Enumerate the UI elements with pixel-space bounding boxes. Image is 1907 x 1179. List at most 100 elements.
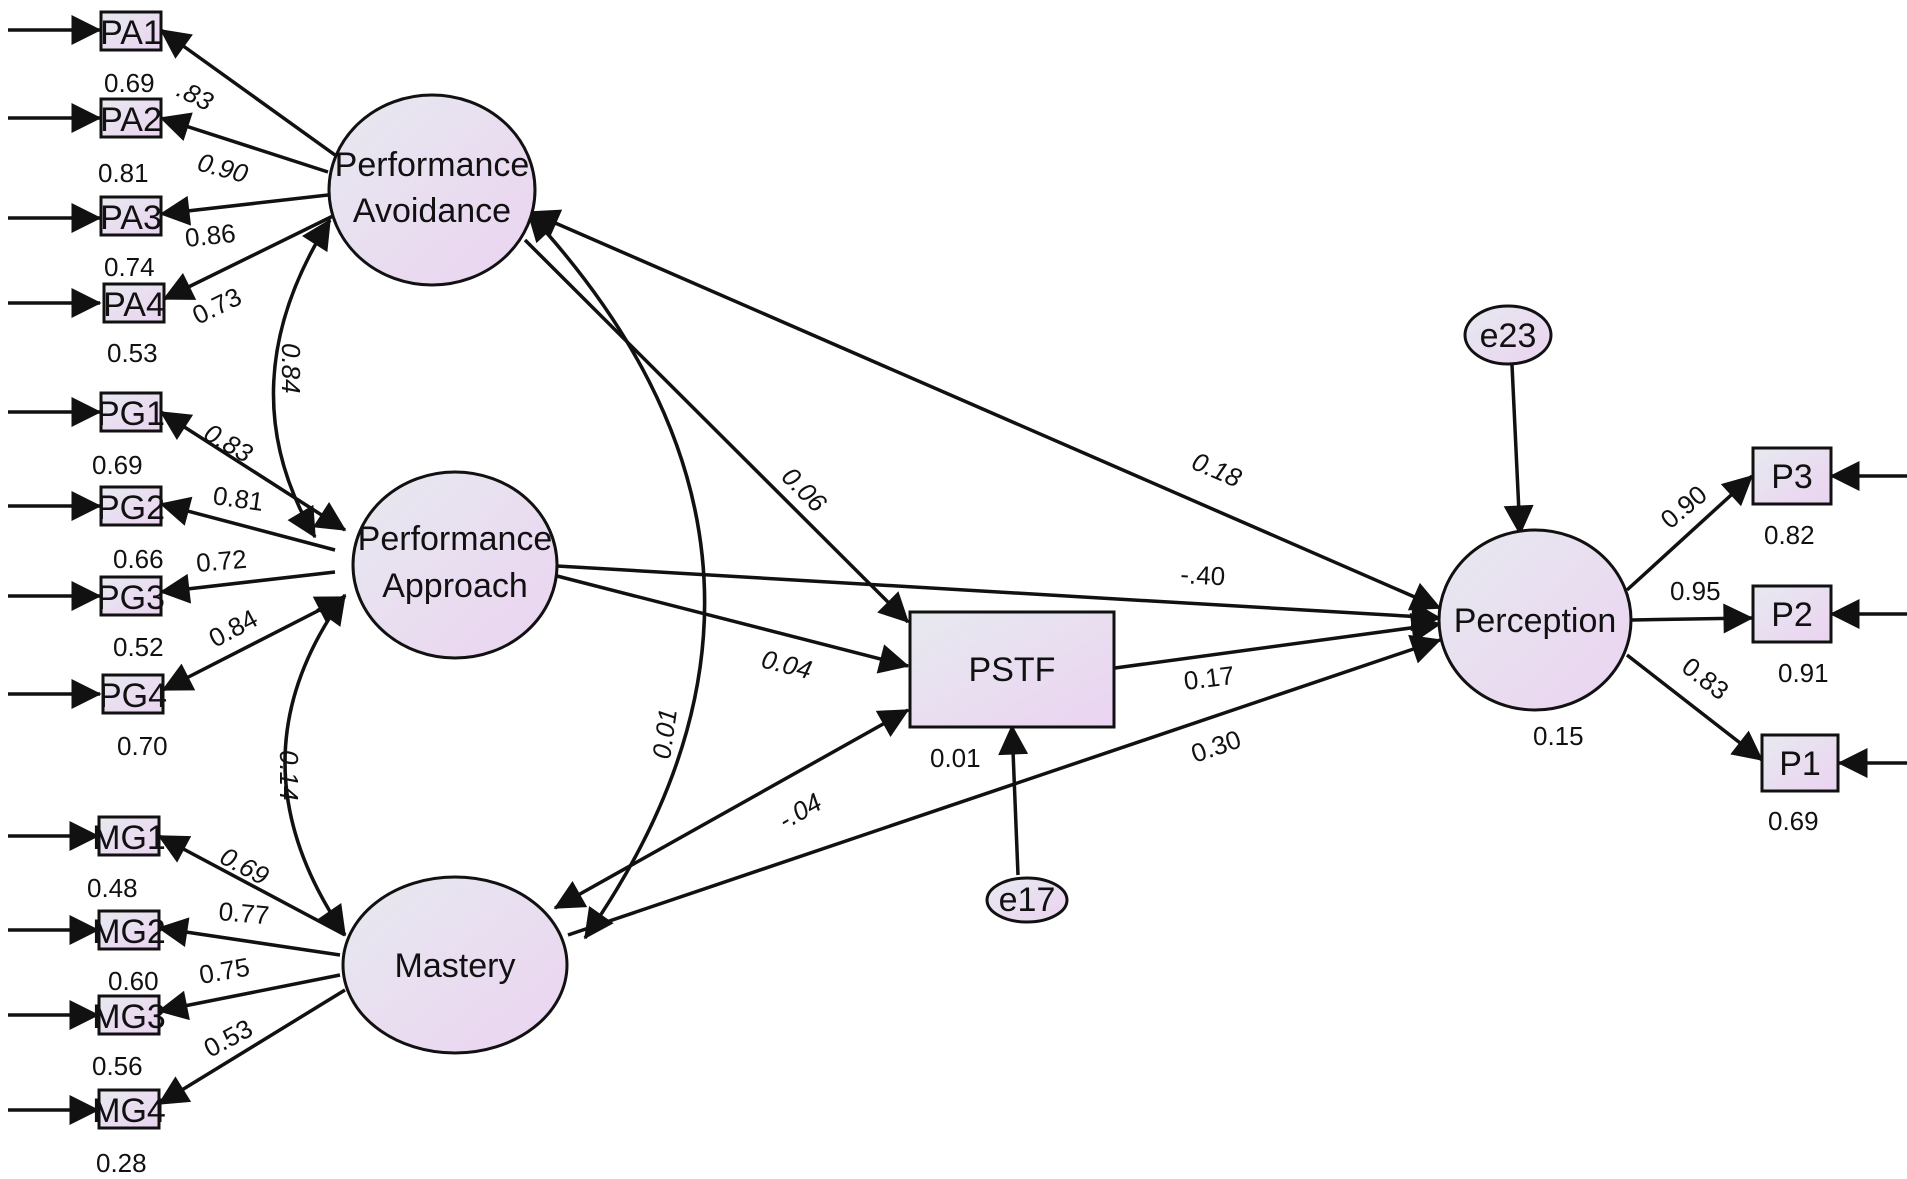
- indicator-label: PA4: [103, 286, 165, 324]
- path-label-mg-perception: 0.30: [1187, 724, 1245, 769]
- r2-label-mg4: 0.28: [96, 1148, 147, 1178]
- indicators: PA1 PA2 PA3 PA4 PG1 PG2 PG3 PG4: [92, 10, 1840, 1130]
- loading-arrow-pa3: [159, 193, 329, 226]
- indicator-box: [99, 575, 163, 617]
- error-path-e17: [998, 724, 1029, 876]
- path-pg-perception: [556, 564, 1442, 632]
- indicator-box: [99, 10, 163, 52]
- loading-arrow-pa2: [159, 112, 329, 174]
- path-label-pg-pstf: 0.04: [759, 644, 815, 685]
- loading-label-mg2: 0.77: [217, 896, 270, 930]
- r2-label-mg1: 0.48: [87, 873, 138, 903]
- latent-label-line1: Performance: [335, 146, 530, 184]
- latent-ellipse: [327, 93, 537, 287]
- path-pa-perception: [528, 209, 1442, 611]
- covariance-pg-mg: [283, 593, 347, 937]
- indicator-pg3: PG3: [97, 575, 165, 617]
- r2-label-pg2: 0.66: [113, 544, 164, 574]
- indicator-label: PG1: [97, 395, 165, 433]
- loading-arrow-pg3: [159, 570, 336, 604]
- indicator-box: [97, 994, 161, 1036]
- r2-label-p2: 0.91: [1778, 658, 1829, 688]
- covariance-label-pa-pg: 0.84: [276, 343, 306, 394]
- indicator-box: [1760, 733, 1840, 793]
- indicator-label: PG4: [99, 677, 167, 715]
- loading-label-p1: 0.83: [1676, 651, 1734, 706]
- indicator-box: [99, 195, 163, 237]
- pstf-label: PSTF: [969, 651, 1056, 689]
- path-mg-pstf: [553, 708, 910, 910]
- loading-arrow-mg4: [157, 988, 346, 1106]
- latent-label: Mastery: [395, 947, 516, 985]
- r2-label-mg3: 0.56: [92, 1051, 143, 1081]
- indicator-label: P2: [1771, 596, 1813, 634]
- indicator-box: [1751, 584, 1833, 644]
- r2-label-pstf: 0.01: [930, 743, 981, 773]
- indicator-pa1: PA1: [99, 10, 163, 52]
- indicator-box: [1751, 446, 1833, 506]
- path-label-pstf-perception: 0.17: [1182, 660, 1236, 696]
- error-label: e23: [1480, 317, 1537, 355]
- error-ellipse: [985, 876, 1069, 924]
- covariance-label-pa-mg: 0.01: [646, 707, 683, 761]
- indicator-pa4: PA4: [102, 282, 166, 324]
- error-ellipse: [1463, 304, 1553, 366]
- loading-label-p3: 0.90: [1655, 479, 1713, 535]
- loading-arrow-pg4: [161, 595, 347, 692]
- indicator-box: [97, 909, 161, 951]
- indicator-mg4: MG4: [92, 1088, 166, 1130]
- indicator-box: [99, 97, 163, 139]
- r2-label-pa3: 0.74: [104, 252, 155, 282]
- path-label-pg-perception: -.40: [1180, 559, 1226, 591]
- edges: [8, 15, 1907, 1125]
- indicator-label: PA2: [100, 101, 162, 139]
- indicator-label: PA1: [100, 14, 162, 52]
- latent-perception: Perception: [1437, 528, 1633, 712]
- indicator-label: MG3: [92, 998, 166, 1036]
- indicator-box: [99, 391, 163, 433]
- indicator-label: P3: [1771, 458, 1813, 496]
- loading-arrow-mg3: [157, 973, 341, 1021]
- indicator-label: MG2: [92, 913, 166, 951]
- error-e23: e23: [1463, 304, 1553, 366]
- loading-label-mg4: 0.53: [199, 1013, 258, 1063]
- covariance-label-pg-mg: 0.14: [274, 750, 304, 801]
- loading-label-pg1: 0.83: [199, 417, 258, 469]
- loading-label-pa2: 0.90: [194, 147, 251, 189]
- path-label-mg-pstf: -.04: [773, 787, 827, 835]
- indicator-box: [99, 485, 163, 527]
- latent-label-line2: Avoidance: [353, 192, 511, 230]
- path-pg-pstf: [556, 574, 910, 674]
- indicator-mg2: MG2: [92, 909, 166, 951]
- indicator-box: [102, 282, 166, 324]
- indicator-box: [97, 815, 161, 857]
- loading-arrow-mg1: [157, 834, 346, 937]
- loading-label-pg3: 0.72: [195, 544, 248, 578]
- r2-label-pa4: 0.53: [107, 338, 158, 368]
- loading-label-pa4: 0.73: [187, 281, 246, 330]
- latent-performance-approach: Performance Approach: [351, 470, 559, 660]
- indicator-box: [97, 1088, 161, 1130]
- indicator-box: [101, 673, 165, 715]
- indicator-p1: P1: [1760, 733, 1840, 793]
- latent-label-line1: Performance: [358, 520, 553, 558]
- loading-label-mg3: 0.75: [197, 952, 252, 990]
- indicator-p2: P2: [1751, 584, 1833, 644]
- r2-label-p3: 0.82: [1764, 520, 1815, 550]
- observed-pstf: PSTF: [908, 610, 1116, 729]
- latent-performance-avoidance: Performance Avoidance: [327, 93, 537, 287]
- indicator-mg3: MG3: [92, 994, 166, 1036]
- r2-label-p1: 0.69: [1768, 806, 1819, 836]
- path-pstf-perception: [1114, 612, 1442, 670]
- indicator-p3: P3: [1751, 446, 1833, 506]
- latent-ellipse: [341, 875, 569, 1055]
- indicator-pa2: PA2: [99, 97, 163, 139]
- path-mg-perception: [567, 634, 1442, 937]
- latent-label-line2: Approach: [382, 567, 528, 605]
- path-label-pa-pstf: 0.06: [776, 461, 833, 518]
- loading-arrow-p2: [1631, 603, 1754, 634]
- pstf-box: [908, 610, 1116, 729]
- indicator-label: PA3: [100, 199, 162, 237]
- r2-label-mg2: 0.60: [108, 966, 159, 996]
- r2-label-pg3: 0.52: [113, 632, 164, 662]
